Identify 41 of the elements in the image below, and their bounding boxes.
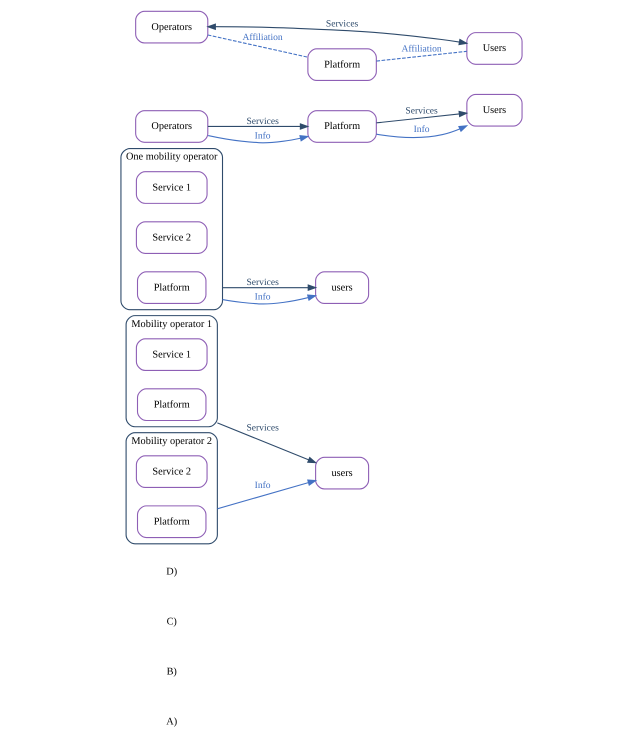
edge-label: Info (413, 124, 430, 135)
edge-label: Services (246, 422, 278, 434)
node-box: Users (466, 94, 522, 127)
node-box: Platform (136, 271, 206, 304)
label: B) (166, 666, 176, 678)
node-box: Operators (134, 110, 208, 143)
arrow (216, 422, 317, 464)
node-box: Platform (136, 388, 206, 422)
arrow (206, 23, 468, 46)
edge-label: Info (254, 292, 270, 303)
node-box: Users (466, 32, 522, 65)
edge-label: Info (254, 480, 270, 492)
arrow (208, 135, 309, 144)
edge-label: Services (325, 18, 358, 30)
edge-label: Services (246, 116, 278, 127)
edge-label: Services (404, 106, 438, 117)
arrow (216, 480, 317, 510)
arrow (222, 294, 317, 305)
label: D) (166, 566, 177, 578)
edge-label: Affiliation (401, 44, 442, 55)
arrow (376, 125, 468, 138)
node-box: Service 1 (135, 171, 208, 204)
label: C) (166, 616, 176, 628)
edge-label: Info (254, 130, 270, 142)
connector (207, 34, 308, 58)
node-box: users (314, 271, 369, 304)
edge-label: Affiliation (242, 32, 282, 43)
node-box: Platform (306, 110, 376, 143)
node-box: Operators (134, 10, 208, 44)
connector (376, 50, 466, 62)
arrow (222, 284, 317, 291)
arrow (376, 110, 468, 124)
arrow (207, 123, 309, 130)
node-box: Service 2 (135, 455, 208, 488)
label: A) (166, 716, 177, 728)
edge-label: Services (246, 277, 278, 288)
node-box: Platform (306, 48, 376, 82)
node-box: Service 2 (135, 221, 208, 254)
node-box: Platform (136, 505, 206, 538)
node-box: Service 1 (135, 338, 208, 371)
node-box: users (314, 456, 369, 490)
